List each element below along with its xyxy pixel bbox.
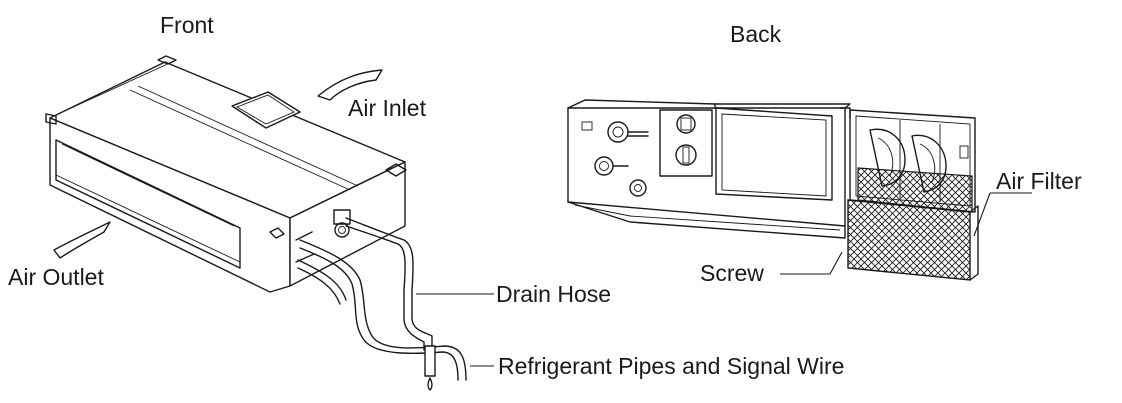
label-air-filter: Air Filter [996,168,1082,194]
screw-leader [780,251,843,275]
label-air-inlet: Air Inlet [348,95,426,121]
label-refrigerant-pipes: Refrigerant Pipes and Signal Wire [498,353,845,379]
air-filter-leader-2 [973,192,991,237]
label-front: Front [160,12,214,38]
label-drain-hose: Drain Hose [496,281,612,307]
label-screw: Screw [700,260,764,286]
front-unit [45,55,467,391]
label-back: Back [730,21,782,47]
back-unit [567,99,979,281]
label-air-outlet: Air Outlet [8,264,104,290]
